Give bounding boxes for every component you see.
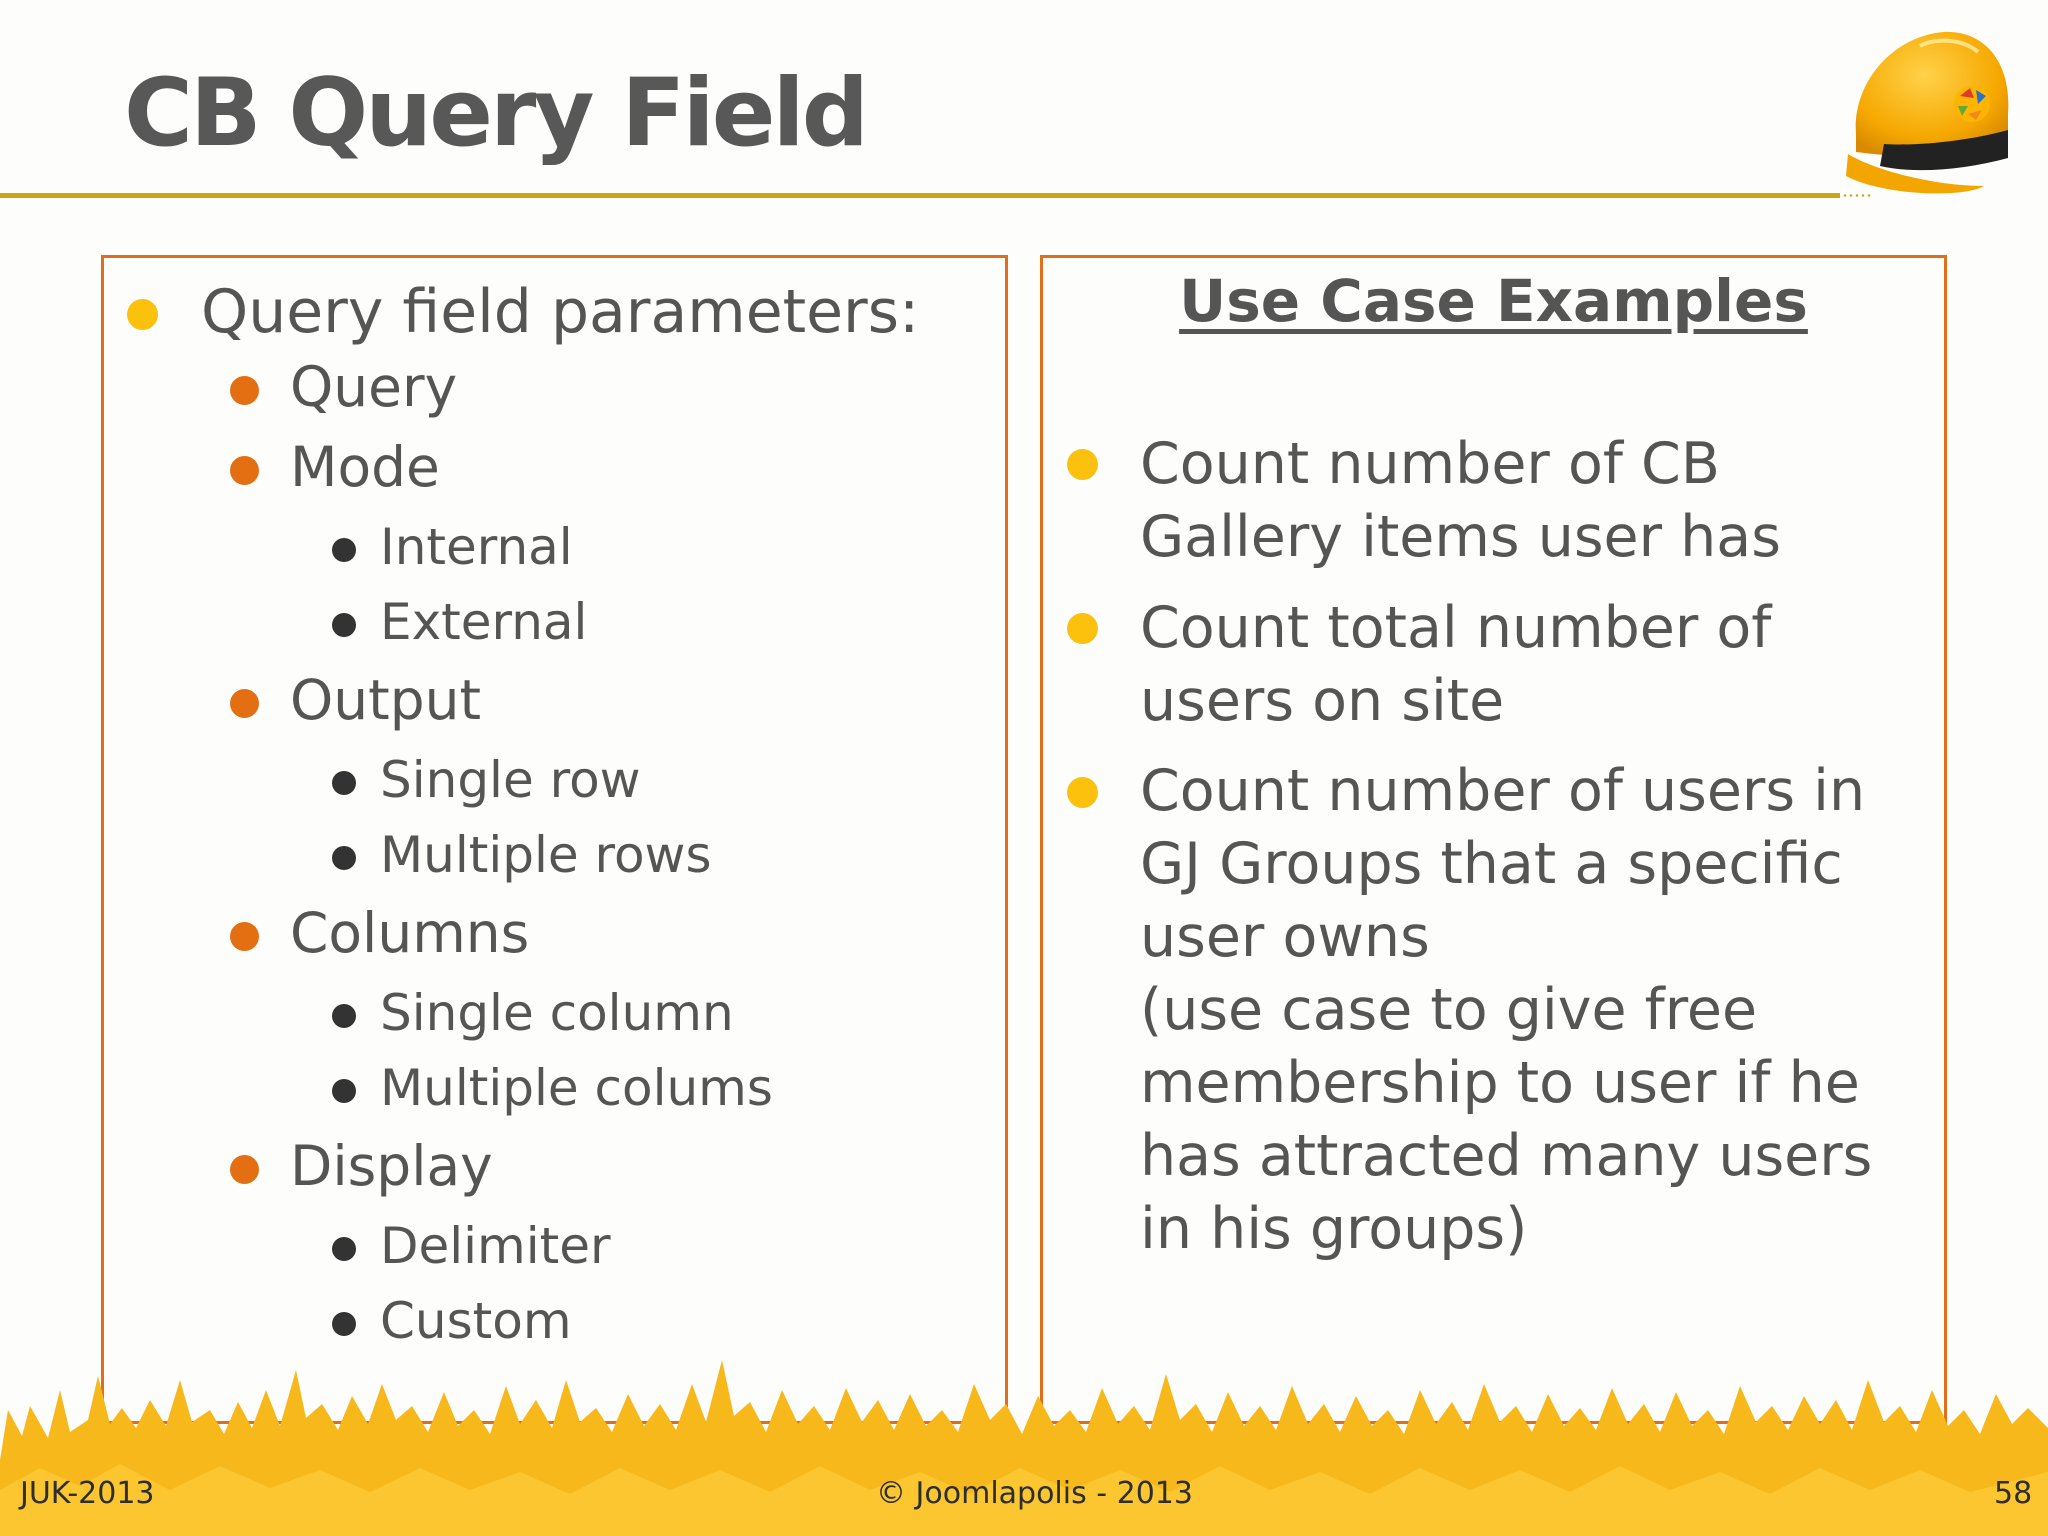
bullet-icon [230,376,259,405]
bullet-icon [1067,613,1098,644]
columns-multiple: Multiple colums [380,1059,773,1117]
bullet-icon [230,1155,259,1184]
param-mode: Mode [290,435,440,499]
bullet-icon [332,1004,356,1028]
hardhat-joomla-icon [1846,31,2009,194]
bullet-icon [332,771,356,795]
param-output: Output [290,668,482,732]
slide-title: CB Query Field [124,59,869,168]
footer-copyright: © Joomlapolis - 2013 [876,1476,1193,1511]
bullet-icon [127,299,158,330]
param-columns: Columns [290,901,530,965]
bullet-icon [332,846,356,870]
param-display: Display [290,1134,493,1198]
footer-event: JUK-2013 [20,1476,155,1511]
bullet-icon [230,456,259,485]
use-case-item: Count number of users in GJ Groups that … [1140,758,1873,1262]
columns-single: Single column [380,984,734,1042]
display-custom: Custom [380,1292,572,1350]
bullet-icon [332,1237,356,1261]
bullet-icon [332,1312,356,1336]
bullet-icon [332,613,356,637]
mode-external: External [380,593,588,651]
use-case-item: Count number of CB Gallery items user ha… [1140,431,1781,570]
bullet-icon [230,689,259,718]
slide-number: 58 [1994,1476,2033,1511]
bullet-icon [1067,777,1098,808]
param-query: Query [290,355,458,419]
mode-internal: Internal [380,518,573,576]
bullet-icon [332,1079,356,1103]
bullet-icon [1067,449,1098,480]
title-underline-dots [1842,194,1872,197]
bullet-icon [230,922,259,951]
use-case-heading: Use Case Examples [1179,267,1808,335]
display-delimiter: Delimiter [380,1217,611,1275]
use-case-item: Count total number of users on site [1140,595,1772,734]
bullet-icon [332,538,356,562]
parameters-heading: Query field parameters: [201,277,920,347]
crowd-silhouette-banner [0,1360,2048,1536]
title-underline [0,193,1840,198]
output-multiple-rows: Multiple rows [380,826,712,884]
output-single-row: Single row [380,751,641,809]
